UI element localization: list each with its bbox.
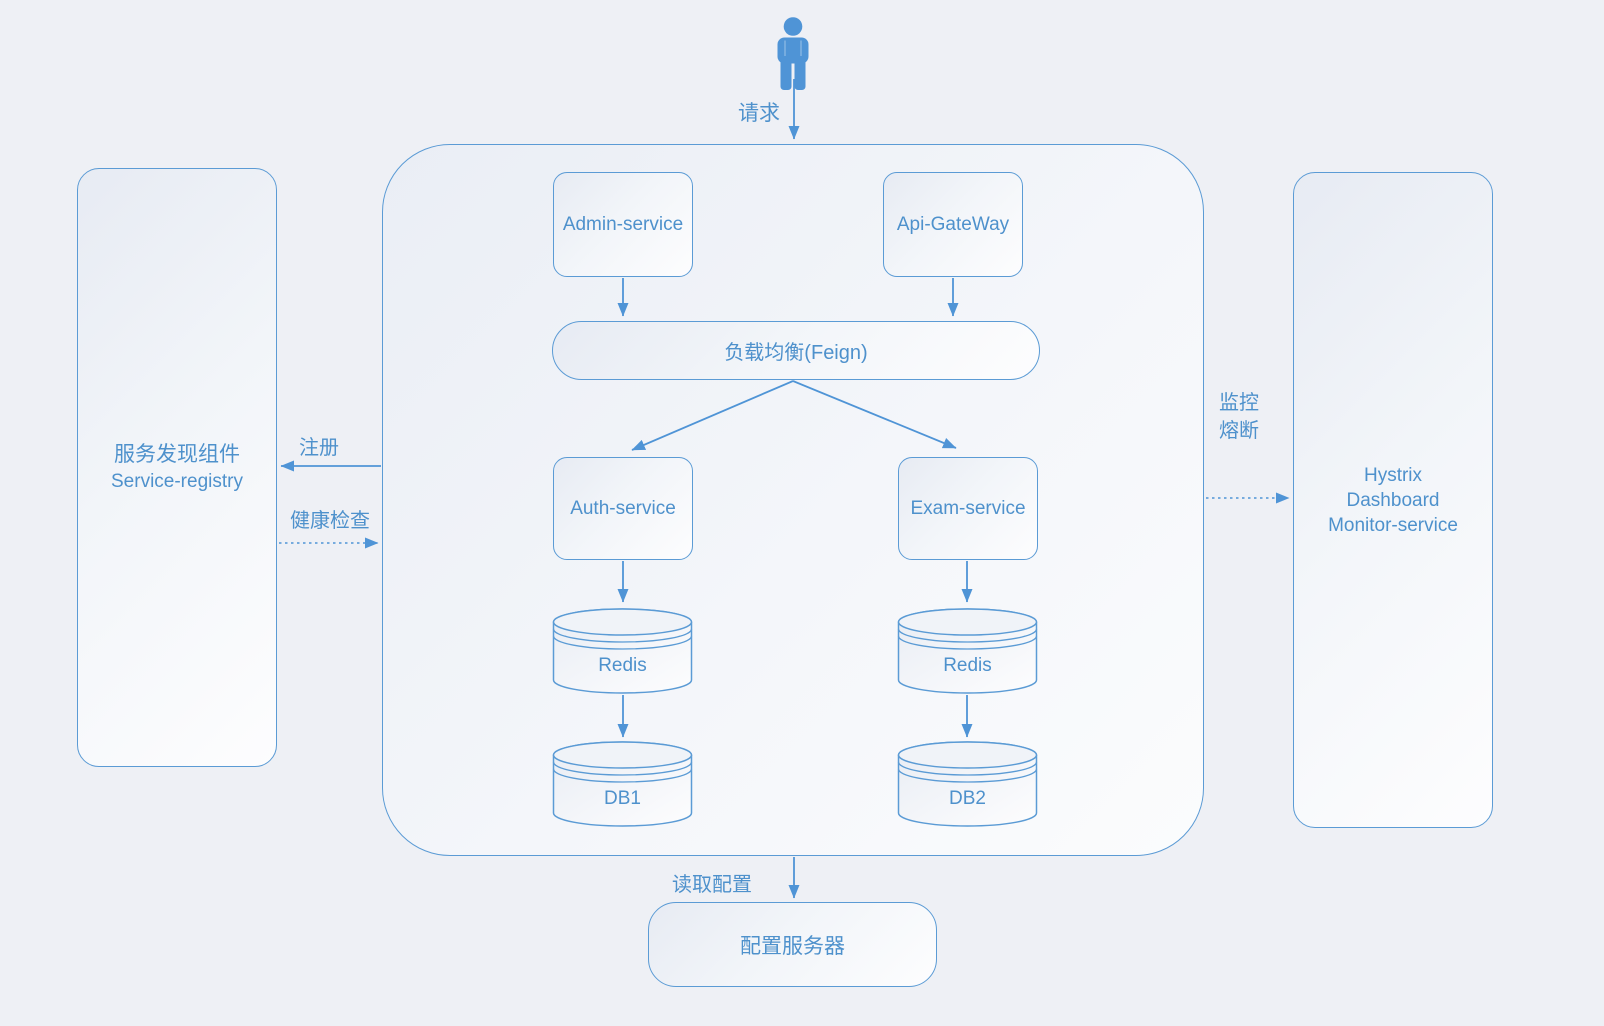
hystrix-line2: Dashboard [1346, 489, 1440, 511]
hystrix-line1: Hystrix [1363, 464, 1423, 486]
load-balancer-label: 负载均衡(Feign) [724, 342, 868, 364]
hystrix-line3: Monitor-service [1328, 514, 1458, 536]
request-label: 请求 [738, 102, 780, 125]
hystrix-dashboard-box: Hystrix Dashboard Monitor-service [1293, 172, 1493, 828]
service-registry-title-cn: 服务发现组件 [114, 443, 240, 466]
database-cylinder-icon [552, 608, 693, 694]
redis-label-1: Redis [598, 655, 647, 677]
api-gateway-label: Api-GateWay [896, 213, 1010, 235]
load-balancer-node: 负载均衡(Feign) [552, 321, 1040, 380]
read-config-label: 读取配置 [672, 874, 752, 896]
config-server-node: 配置服务器 [648, 902, 937, 987]
database-cylinder-icon [552, 741, 693, 827]
auth-service-label: Auth-service [570, 497, 676, 519]
database-cylinder-icon [897, 741, 1038, 827]
db2-cylinder: DB2 [897, 740, 1038, 828]
auth-service-node: Auth-service [553, 457, 693, 560]
main-system-boundary [382, 144, 1204, 856]
person-icon [776, 17, 810, 91]
monitor-circuit-break-label: 监控 熔断 [1219, 389, 1279, 445]
monitor-label-line2: 熔断 [1219, 420, 1259, 442]
exam-service-label: Exam-service [910, 497, 1026, 519]
admin-service-node: Admin-service [553, 172, 693, 277]
config-server-label: 配置服务器 [740, 934, 845, 958]
monitor-label-line1: 监控 [1219, 392, 1259, 414]
db2-label: DB2 [949, 788, 986, 810]
redis-cylinder-1: Redis [552, 607, 693, 695]
db1-cylinder: DB1 [552, 740, 693, 828]
admin-service-label: Admin-service [562, 213, 684, 235]
redis-cylinder-2: Redis [897, 607, 1038, 695]
redis-label-2: Redis [943, 655, 992, 677]
database-cylinder-icon [897, 608, 1038, 694]
service-registry-title-en: Service-registry [111, 471, 243, 492]
service-registry-box: 服务发现组件 Service-registry [77, 168, 277, 767]
db1-label: DB1 [604, 788, 641, 810]
register-label: 注册 [299, 437, 339, 459]
api-gateway-node: Api-GateWay [883, 172, 1023, 277]
health-check-label: 健康检查 [290, 510, 370, 532]
exam-service-node: Exam-service [898, 457, 1038, 560]
